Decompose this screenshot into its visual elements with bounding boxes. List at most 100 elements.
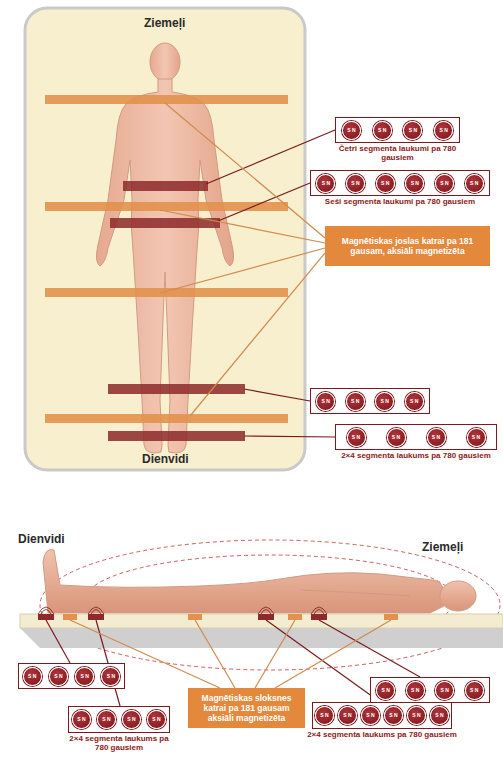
magnet-circle: S N: [407, 706, 426, 725]
pole-label: S N: [409, 128, 417, 133]
pole-label: S N: [392, 435, 400, 440]
magnet-circle: S N: [465, 174, 484, 193]
human-lying: [43, 550, 476, 614]
pole-label: S N: [411, 688, 419, 693]
magnet-circle: S N: [315, 706, 334, 725]
segment-caption: 2×4 segmenta laukums pa 780 gausiem: [307, 730, 457, 739]
pole-label: S N: [439, 128, 447, 133]
magnet-circle: S N: [435, 174, 454, 193]
pole-label: S N: [432, 435, 440, 440]
strip-callout-text: Magnētiskas joslas katrai pa 181 gausam,…: [331, 236, 484, 256]
magnetic-strips: [63, 614, 398, 620]
pole-label: S N: [54, 674, 62, 679]
magnet-circle: S N: [384, 706, 403, 725]
pole-label: S N: [389, 713, 397, 718]
pole-label: S N: [322, 399, 330, 404]
magnet-circle: S N: [435, 681, 454, 700]
magnet-circle: S N: [434, 121, 453, 140]
pole-label: S N: [381, 181, 389, 186]
segment-bands: [108, 181, 245, 441]
pole-label: S N: [320, 713, 328, 718]
pole-label: S N: [440, 181, 448, 186]
magnetic-strips: [45, 95, 288, 423]
magnet-circle: S N: [316, 392, 335, 411]
mattress-panel: [25, 8, 305, 470]
pole-label: S N: [382, 688, 390, 693]
magnet-circle: S N: [97, 710, 116, 729]
magnet-circle: S N: [23, 667, 42, 686]
magnet-circle: S N: [405, 392, 424, 411]
pole-label: S N: [152, 717, 160, 722]
magnet-circle: S N: [346, 174, 365, 193]
magnet-circle: S N: [122, 710, 141, 729]
magnet-circle: S N: [387, 428, 406, 447]
strip-callout-box: Magnētiskas joslas katrai pa 181 gausam,…: [325, 226, 490, 266]
magnet-segment-box: S NS NS NS NS NS NSeši segmenta laukumi …: [310, 170, 490, 196]
strip-callout-text: Magnētiskas sloksnes katrai pa 181 gausa…: [194, 693, 299, 724]
magnet-circle: S N: [49, 667, 68, 686]
magnet-circle: S N: [430, 706, 449, 725]
pole-label: S N: [107, 674, 115, 679]
pole-label: S N: [381, 399, 389, 404]
magnet-circle: S N: [72, 710, 91, 729]
segment-bands: [38, 614, 327, 620]
magnet-segment-box: S NS NS NS N: [370, 677, 490, 703]
segment-caption: 2×4 segmenta laukums pa 780 gausiem: [63, 734, 175, 752]
segment-caption: Seši segmenta laukumi pa 780 gausiem: [305, 197, 495, 206]
magnet-circle: S N: [373, 121, 392, 140]
direction-label: Dienvidi: [142, 452, 189, 466]
magnet-circle: S N: [465, 681, 484, 700]
magnet-circle: S N: [361, 706, 380, 725]
pole-label: S N: [343, 713, 351, 718]
segment-caption: 2×4 segmenta laukums pa 780 gausiem: [330, 451, 502, 460]
magnet-circle: S N: [342, 121, 361, 140]
magnet-circle: S N: [338, 706, 357, 725]
magnet-circle: S N: [147, 710, 166, 729]
pole-label: S N: [28, 674, 36, 679]
magnet-segment-box: S NS NS NS N: [310, 388, 430, 414]
magnet-segment-box: S NS NS NS N2×4 segmenta laukums pa 780 …: [335, 424, 497, 450]
segment-caption: Četri segmenta laukumi pa 780 gausiem: [330, 144, 465, 162]
pole-label: S N: [410, 399, 418, 404]
magnet-circle: S N: [347, 428, 366, 447]
pole-label: S N: [412, 713, 420, 718]
pole-label: S N: [102, 717, 110, 722]
magnet-segment-box: S NS NS NS N2×4 segmenta laukums pa 780 …: [68, 706, 170, 733]
pole-label: S N: [378, 128, 386, 133]
pole-label: S N: [351, 399, 359, 404]
magnet-circle: S N: [375, 392, 394, 411]
pole-label: S N: [80, 674, 88, 679]
pole-label: S N: [470, 181, 478, 186]
magnet-circle: S N: [403, 121, 422, 140]
field-arcs: [38, 607, 327, 614]
pole-label: S N: [322, 181, 330, 186]
pole-label: S N: [351, 181, 359, 186]
pole-label: S N: [347, 128, 355, 133]
magnet-segment-box: S NS NS NS NČetri segmenta laukumi pa 78…: [335, 117, 460, 143]
leader-lines: [160, 103, 325, 416]
pole-label: S N: [352, 435, 360, 440]
direction-label: Ziemeļi: [422, 540, 463, 554]
magnet-circle: S N: [101, 667, 120, 686]
magnet-circle: S N: [405, 174, 424, 193]
magnet-segment-box: S NS NS NS NS NS N2×4 segmenta laukums p…: [312, 702, 452, 729]
magnet-circle: S N: [376, 681, 395, 700]
strip-callout-box: Magnētiskas sloksnes katrai pa 181 gausa…: [188, 688, 305, 728]
pole-label: S N: [472, 435, 480, 440]
pole-label: S N: [127, 717, 135, 722]
pole-label: S N: [77, 717, 85, 722]
magnet-circle: S N: [316, 174, 335, 193]
leader-lines: [70, 620, 391, 688]
magnet-circle: S N: [75, 667, 94, 686]
magnet-circle: S N: [467, 428, 486, 447]
pole-label: S N: [366, 713, 374, 718]
pole-label: S N: [411, 181, 419, 186]
magnet-circle: S N: [376, 174, 395, 193]
direction-label: Ziemeļi: [144, 16, 185, 30]
magnet-segment-box: S NS NS NS N: [18, 663, 125, 689]
pole-label: S N: [470, 688, 478, 693]
magnet-circle: S N: [427, 428, 446, 447]
magnet-circle: S N: [346, 392, 365, 411]
